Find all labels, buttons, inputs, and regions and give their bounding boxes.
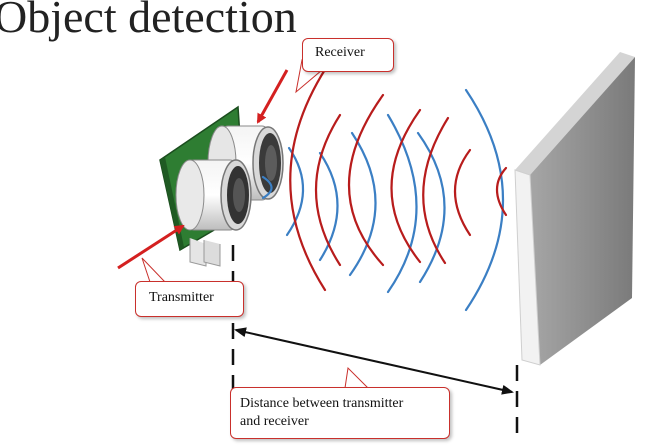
transmit-wave: [261, 175, 273, 200]
distance-label-line1: Distance between transmitter: [240, 396, 404, 411]
ultrasonic-sensor: [159, 105, 284, 267]
transmit-wave: [464, 88, 505, 312]
echo-wave: [453, 148, 472, 237]
receiver-callout: Receiver: [302, 38, 394, 72]
sensor-pins: [203, 240, 221, 267]
transmit-wave: [285, 146, 305, 237]
transmitted-waves: [261, 88, 505, 312]
echo-wave: [289, 66, 328, 292]
echo-wave: [495, 166, 508, 217]
distance-label-line2: and receiver: [240, 414, 309, 430]
transmitter-transducer: [175, 159, 252, 231]
transmitter-callout-tail: [141, 257, 167, 283]
echo-wave: [348, 93, 385, 267]
echo-wave: [422, 116, 450, 265]
distance-arrow: [234, 327, 514, 395]
transmit-wave: [386, 113, 418, 294]
receiver-label: Receiver: [315, 45, 365, 60]
wall-side-face: [514, 169, 541, 366]
transmit-wave: [348, 131, 377, 277]
distance-callout-tail: [344, 366, 370, 389]
wall-front-face: [530, 57, 635, 365]
transmitter-pointer-arrow: [117, 224, 185, 270]
echo-wave: [390, 108, 422, 264]
distance-callout: Distance between transmitter and receive…: [230, 387, 450, 439]
echo-wave: [315, 113, 342, 267]
diagram-title: Object detection: [0, 0, 297, 42]
echo-waves: [289, 66, 508, 292]
transmit-wave: [416, 131, 446, 284]
transmit-wave: [318, 151, 339, 262]
wall-top-face: [515, 52, 635, 175]
transmitter-callout: Transmitter: [135, 281, 244, 317]
receiver-pointer-arrow: [256, 69, 289, 124]
obstacle-wall: [514, 52, 635, 366]
transmitter-label: Transmitter: [149, 290, 214, 305]
